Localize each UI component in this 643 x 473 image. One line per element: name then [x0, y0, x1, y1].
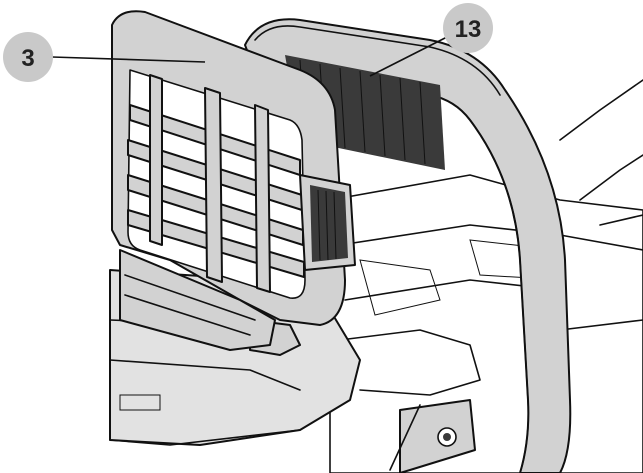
callout-3-label: 3	[21, 45, 34, 72]
callout-13-label: 13	[455, 16, 482, 43]
